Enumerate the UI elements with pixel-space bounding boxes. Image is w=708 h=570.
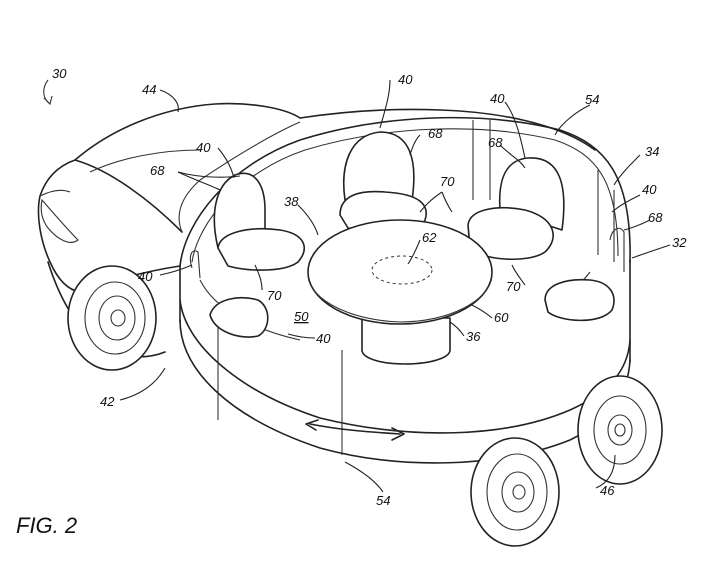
ref-label-40-side: 40	[138, 269, 153, 284]
ref-label-42: 42	[100, 394, 115, 409]
ref-label-40-bottom: 40	[316, 331, 331, 346]
seat-left	[213, 172, 305, 271]
ref-label-40-far-right: 40	[642, 182, 657, 197]
ref-label-34: 34	[645, 144, 659, 159]
ref-label-70-top: 70	[440, 174, 455, 189]
ref-label-50: 50	[294, 309, 309, 324]
seat-side-left	[189, 250, 201, 279]
ref-label-30: 30	[52, 66, 67, 81]
ref-label-36: 36	[466, 329, 481, 344]
ref-label-40-left: 40	[196, 140, 211, 155]
ref-label-46: 46	[600, 483, 615, 498]
ref-label-70-left: 70	[267, 288, 282, 303]
ref-label-54-top: 54	[585, 92, 599, 107]
figure-label: FIG. 2	[16, 513, 77, 538]
curved-arrow-icon	[43, 79, 53, 106]
seat-side-right	[609, 227, 625, 272]
ref-label-70-right: 70	[506, 279, 521, 294]
seat-far-right	[544, 278, 615, 322]
ref-label-44: 44	[142, 82, 156, 97]
table	[307, 219, 493, 365]
ref-label-60: 60	[494, 310, 509, 325]
ref-label-68-far-right: 68	[648, 210, 663, 225]
ref-label-68-left: 68	[150, 163, 165, 178]
seat-center	[339, 131, 427, 233]
rear-wheels	[470, 375, 663, 547]
front-left-wheel	[67, 265, 157, 371]
ref-label-40-top: 40	[398, 72, 413, 87]
ref-label-40-topright: 40	[490, 91, 505, 106]
leader-lines	[119, 79, 671, 493]
ref-label-68-center: 68	[428, 126, 443, 141]
seat-front-left	[209, 297, 269, 338]
ref-label-38: 38	[284, 194, 299, 209]
seat-right	[467, 157, 565, 261]
ref-label-54-bottom: 54	[376, 493, 390, 508]
ref-label-68-right: 68	[488, 135, 503, 150]
ref-label-62: 62	[422, 230, 437, 245]
ref-label-32: 32	[672, 235, 687, 250]
double-headed-arrow-icon	[305, 419, 405, 441]
